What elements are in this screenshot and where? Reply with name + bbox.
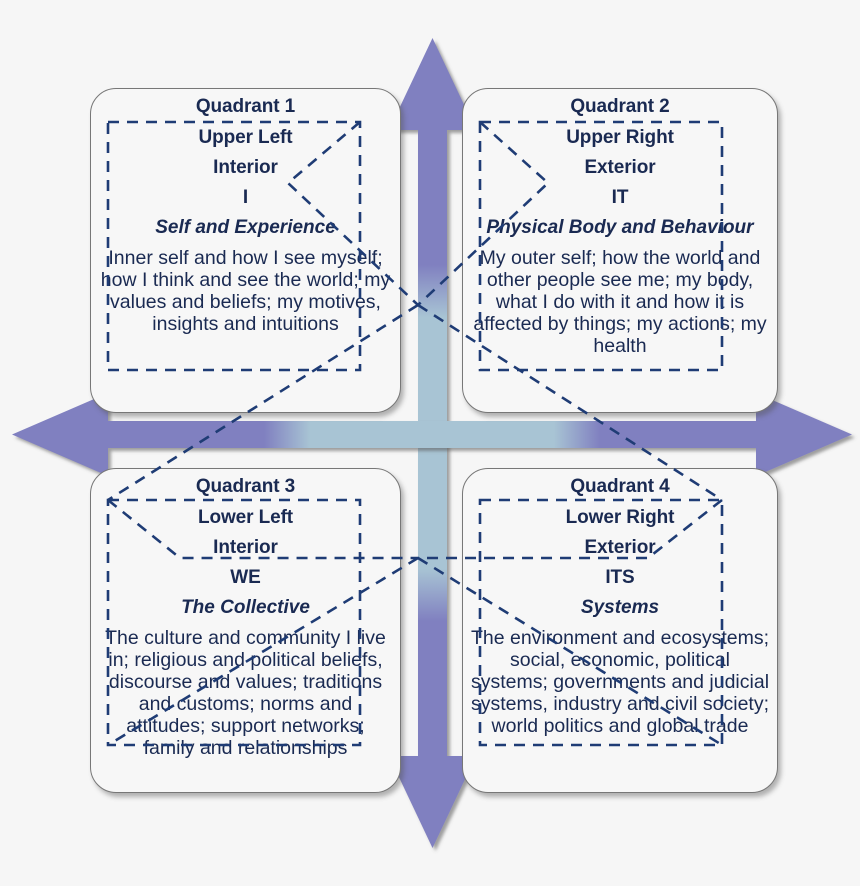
quadrant-3-position: Lower Left (197, 507, 294, 528)
quadrant-1-card[interactable]: Quadrant 1 Upper Left Interior I Self an… (90, 88, 401, 413)
quadrant-3-title: Quadrant 3 (195, 476, 296, 497)
quadrant-4-subtitle: Systems (580, 597, 660, 618)
quadrant-4-position: Lower Right (565, 507, 675, 528)
quadrant-2-pronoun: IT (611, 187, 629, 208)
quadrant-3-description: The culture and community I live in; rel… (105, 627, 386, 760)
quadrant-1-position: Upper Left (198, 127, 293, 148)
quadrant-1-orientation: Interior (213, 157, 278, 178)
quadrant-2-position: Upper Right (566, 127, 674, 148)
quadrant-4-description: The environment and ecosystems; social, … (470, 627, 770, 738)
quadrant-2-card[interactable]: Quadrant 2 Upper Right Exterior IT Physi… (462, 88, 778, 413)
quadrant-4-title: Quadrant 4 (570, 476, 670, 497)
quadrant-3-subtitle: The Collective (181, 597, 310, 618)
quadrant-3-orientation: Interior (213, 537, 278, 558)
quadrant-1-subtitle: Self and Experience (155, 217, 336, 238)
quadrant-4-pronoun: ITS (605, 567, 635, 588)
quadrant-2-orientation: Exterior (584, 157, 656, 178)
quadrant-3-card[interactable]: Quadrant 3 Lower Left Interior WE The Co… (90, 468, 401, 793)
quadrant-3-pronoun: WE (230, 567, 261, 588)
quadrant-2-title: Quadrant 2 (570, 96, 670, 117)
quadrant-2-subtitle: Physical Body and Behaviour (486, 217, 754, 238)
quadrant-2-description: My outer self; how the world and other p… (473, 247, 767, 358)
quadrant-1-title: Quadrant 1 (195, 96, 296, 117)
quadrant-4-orientation: Exterior (584, 537, 656, 558)
quadrant-1-description: Inner self and how I see myself; how I t… (100, 247, 391, 336)
quadrant-4-card[interactable]: Quadrant 4 Lower Right Exterior ITS Syst… (462, 468, 778, 793)
quadrant-1-pronoun: I (242, 187, 249, 208)
